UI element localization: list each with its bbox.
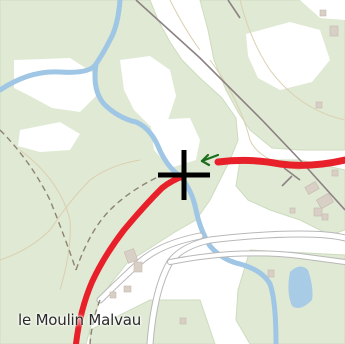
crosshair-icon — [158, 150, 210, 200]
footpaths — [0, 129, 161, 344]
direction-arrow-icon — [200, 153, 220, 167]
buildings — [109, 9, 339, 325]
pond — [288, 266, 313, 308]
railway — [135, 0, 345, 211]
route-line — [73, 156, 345, 344]
place-label: le Moulin Malvau — [18, 311, 142, 329]
river — [0, 0, 279, 344]
